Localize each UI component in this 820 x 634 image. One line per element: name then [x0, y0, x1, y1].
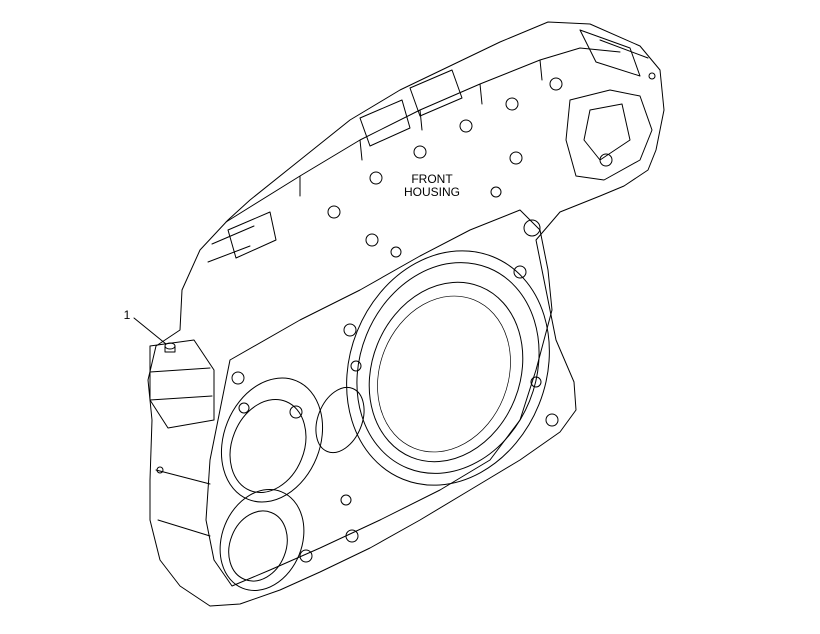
- upper-left-bore: [220, 377, 324, 503]
- bolt-holes: [156, 72, 656, 563]
- plug-part-1: [164, 342, 176, 353]
- label-line-1: FRONT: [411, 172, 453, 186]
- front-face: [205, 209, 553, 587]
- housing-outline: [147, 21, 665, 607]
- lower-left-bore: [219, 489, 305, 591]
- rib-block-3: [409, 69, 463, 117]
- rib-block-4: [579, 29, 649, 77]
- rib-block-1: [207, 211, 277, 263]
- top-edge: [225, 47, 621, 223]
- right-frame: [565, 89, 653, 181]
- middle-bore: [315, 386, 365, 454]
- main-bore: [346, 250, 550, 486]
- front-housing-label: FRONT HOUSING: [396, 173, 468, 199]
- left-lower-block: [149, 339, 215, 537]
- callout-number: 1: [123, 308, 131, 322]
- rib-block-2: [359, 99, 411, 147]
- label-line-2: HOUSING: [403, 185, 460, 199]
- callout-leader: [133, 317, 167, 345]
